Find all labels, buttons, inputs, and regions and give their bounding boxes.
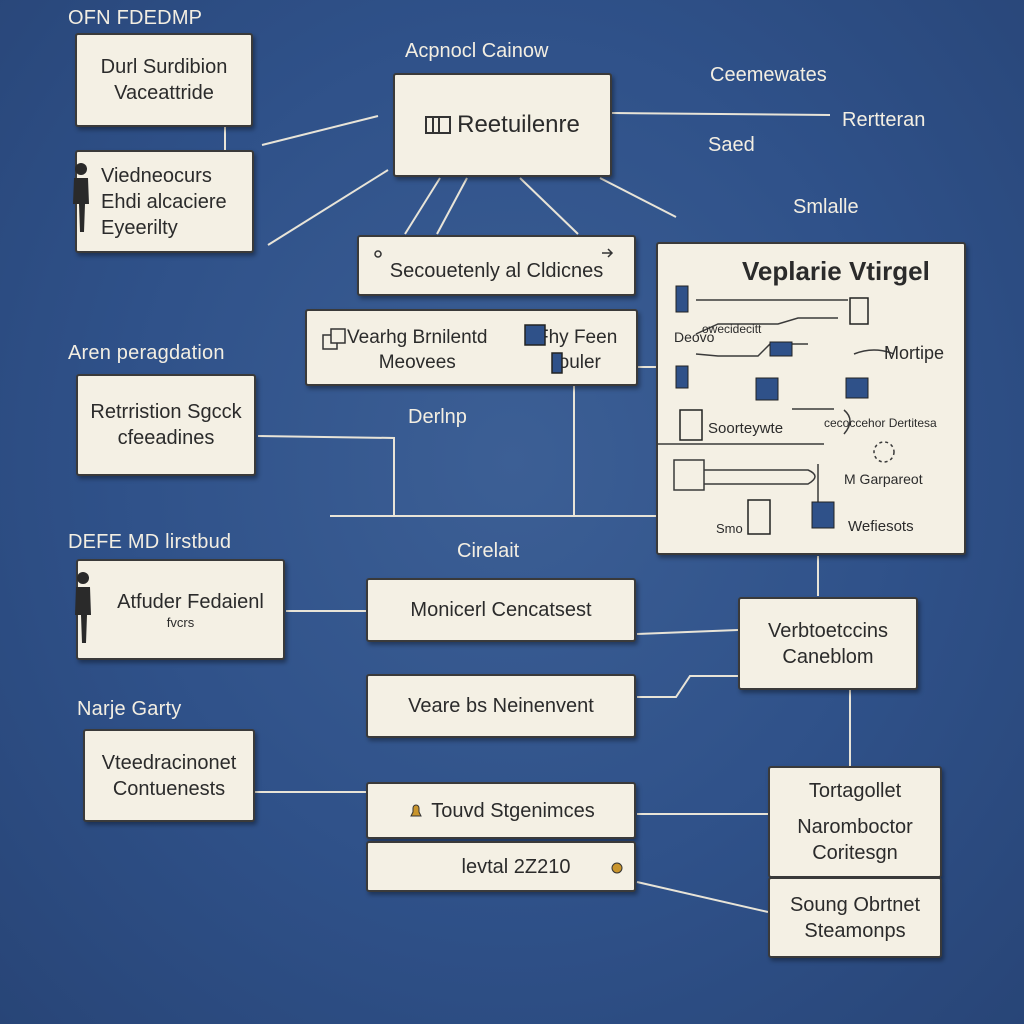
label-right-4: Smlalle (793, 196, 859, 218)
node-box-6-line-1: Retrristion Sgcck (90, 401, 242, 423)
panel-item-8: Wefiesots (848, 518, 914, 535)
bell-icon (410, 804, 423, 816)
node-box-5-right-line-1: Fhy Feen (537, 327, 618, 348)
node-box-15-line-2: Steamonps (804, 919, 906, 942)
node-box-14[interactable]: Tortagollet Naromboctor Coritesgn (768, 766, 942, 878)
node-box-15-line-1: Soung Obrtnet (789, 893, 921, 916)
node-box-15[interactable]: Soung Obrtnet Steamonps (768, 877, 942, 958)
panel-item-3: Mortipe (884, 343, 945, 363)
panel-item-5: cecoccehor Dertitesa (824, 416, 937, 430)
link-icon (602, 248, 614, 258)
node-box-5-left-line-1: Vearhg Brnilentd (347, 327, 488, 348)
panel-box[interactable]: Veplarie Vtirgel oweci (656, 242, 966, 555)
node-box-1-line-2: Vaceattride (114, 82, 214, 104)
label-lower-left: DEFE MD lirstbud (68, 531, 232, 553)
node-box-6[interactable]: Retrristion Sgcck cfeeadines (76, 374, 256, 476)
node-box-2-line-1: Viedneocurs (101, 164, 212, 187)
node-box-2[interactable]: Viedneocurs Ehdi alcaciere Eyeerilty (75, 150, 254, 253)
panel-item-7: Smo (716, 521, 743, 536)
node-box-11-label: Touvd Stgenimces (431, 799, 595, 822)
node-box-5[interactable]: Vearhg Brnilentd Meovees Fhy Feen Iouler (305, 309, 638, 386)
node-box-1-line-1: Durl Surdibion (100, 56, 228, 78)
windows-icon (322, 328, 346, 350)
node-box-10-label: Veare bs Neinenvent (408, 695, 594, 717)
pin-icon (374, 250, 382, 258)
panel-title: Veplarie Vtirgel (742, 256, 930, 286)
node-box-7[interactable]: Atfuder Fedaienl fvcrs (76, 559, 285, 660)
monitor-icon (524, 324, 546, 346)
node-box-4-label: Secouetenly al Cldicnes (389, 259, 604, 282)
node-box-8[interactable]: Vteedracinonet Contuenests (83, 729, 255, 822)
node-box-9[interactable]: Monicerl Cencatsest (366, 578, 636, 642)
panel-item-2: Deovo (674, 329, 715, 345)
label-mid-left: Aren peragdation (68, 342, 225, 364)
node-box-11[interactable]: Touvd Stgenimces (366, 782, 636, 839)
node-box-7-title: Atfuder Fedaienl (117, 590, 264, 613)
panel-network-sketch (658, 285, 895, 535)
node-box-5-right-line-2: Iouler (553, 352, 601, 373)
label-right-1: Ceemewates (710, 64, 827, 86)
node-box-6-line-2: cfeeadines (117, 427, 215, 449)
label-lower-center: Cirelait (457, 540, 520, 562)
label-right-2: Rertteran (842, 109, 926, 131)
node-box-7-subtitle: fvcrs (166, 614, 195, 630)
node-box-13[interactable]: Verbtoetccins Caneblom (738, 597, 918, 690)
node-box-8-line-1: Vteedracinonet (101, 751, 237, 774)
node-box-13-line-2: Caneblom (782, 645, 874, 668)
node-box-14-line-1: Tortagollet (808, 780, 902, 802)
node-box-5-left-line-2: Meovees (378, 352, 456, 373)
person-icon-2 (75, 572, 91, 643)
node-box-12[interactable]: levtal 2Z210 (366, 841, 636, 892)
panel-item-1: owecidecitt (702, 322, 762, 336)
panel-item-4: Soorteywte (708, 420, 784, 437)
node-box-4[interactable]: Secouetenly al Cldicnes (357, 235, 636, 296)
document-icon (425, 116, 452, 134)
label-right-3: Saed (708, 134, 755, 156)
label-mid-center: Derlnp (408, 406, 467, 428)
node-box-2-line-3: Eyeerilty (101, 216, 178, 239)
server-icon (551, 352, 563, 374)
node-box-1[interactable]: Durl Surdibion Vaceattride (75, 33, 253, 127)
person-icon (73, 163, 89, 232)
tag-icon (611, 862, 623, 874)
label-bottom-left: Narje Garty (77, 698, 182, 720)
node-box-12-label: levtal 2Z210 (461, 855, 571, 878)
node-box-14-line-3: Coritesgn (812, 842, 898, 864)
node-box-8-line-2: Contuenests (112, 777, 226, 800)
panel-item-6: M Garpareot (844, 471, 923, 487)
node-box-3[interactable]: Reetuilenre (393, 73, 612, 177)
node-box-10[interactable]: Veare bs Neinenvent (366, 674, 636, 738)
node-box-2-line-2: Ehdi alcaciere (101, 190, 227, 213)
node-box-14-line-2: Naromboctor (797, 816, 913, 838)
node-box-13-line-1: Verbtoetccins (767, 619, 889, 642)
node-box-3-label: Reetuilenre (457, 111, 580, 138)
node-box-9-label: Monicerl Cencatsest (410, 599, 592, 621)
label-top-center: Acpnocl Cainow (405, 40, 549, 62)
title-label-top-left: OFN FDEDMP (68, 7, 203, 29)
